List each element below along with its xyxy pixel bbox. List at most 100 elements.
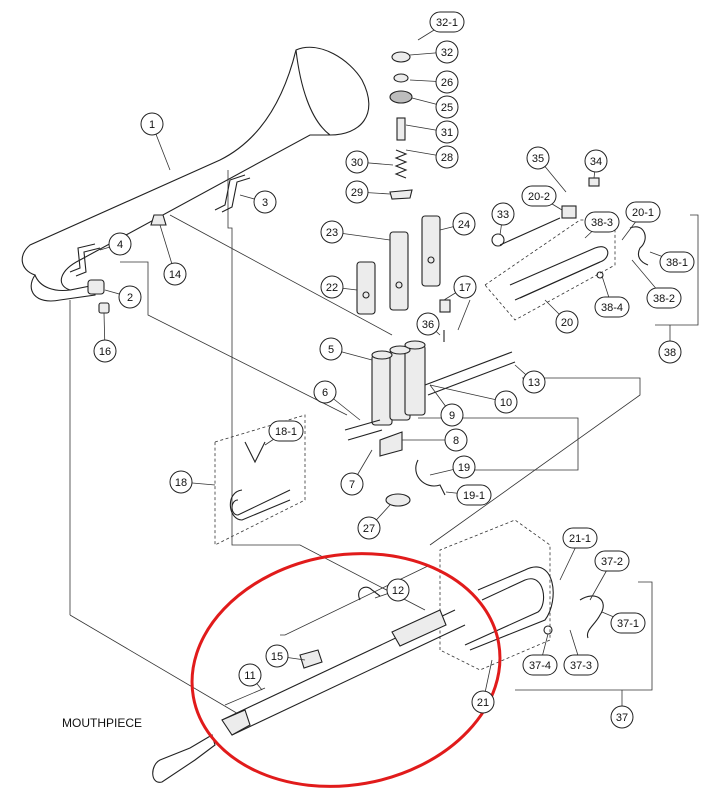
callout-18-1: 18-1 [264,420,304,446]
callout-bubble [435,120,459,144]
callout-label: 36 [422,319,434,331]
callout-5: 5 [319,337,373,361]
callout-18: 18 [169,470,216,494]
pistons [356,215,441,315]
callout-21-1: 21-1 [559,527,598,581]
callout-bubble [386,578,410,602]
callout-bubble [610,612,646,634]
callout-37-4: 37-4 [522,633,558,676]
callout-label: 3 [262,197,268,209]
callout-bubble [320,220,344,244]
callout-label: 13 [528,377,540,389]
callout-bubble [610,705,634,729]
callout-label: 37-1 [617,618,639,630]
callout-bubble [440,403,464,427]
callout-label: 31 [441,127,453,139]
callout-bubble [452,455,476,479]
callout-bubble [340,472,364,496]
callout-label: 37-4 [529,660,551,672]
callout-35: 35 [526,146,567,193]
small-parts [98,214,167,314]
callout-37: 37 [610,690,634,729]
callout-bubble [93,339,117,363]
callout-label: 10 [500,397,512,409]
callout-label: 20-1 [632,207,654,219]
callout-label: 18 [175,477,187,489]
callout-19-1: 19-1 [445,484,492,506]
callout-bubble [658,340,682,364]
callout-31: 31 [405,120,459,144]
callout-bubble [594,296,630,318]
callout-26: 26 [409,70,459,94]
callout-bubble [429,11,465,33]
callout-19: 19 [429,455,476,479]
callout-label: 21 [477,697,489,709]
callout-bubble [265,644,289,668]
callout-label: 19 [458,462,470,474]
callout-label: 32-1 [436,17,458,29]
callout-label: 30 [351,157,363,169]
callout-label: 35 [532,153,544,165]
callout-bubble [522,370,546,394]
callout-38: 38 [658,325,682,364]
callout-label: 6 [322,387,328,399]
callout-16: 16 [93,312,117,363]
callout-bubble [416,312,440,336]
callout-label: 28 [441,152,453,164]
callout-38-3: 38-3 [584,211,620,239]
callout-label: 37-3 [570,660,592,672]
callout-bubble [345,180,369,204]
callout-label: 37 [616,712,628,724]
callout-label: 38-3 [591,217,613,229]
callout-bubble [435,145,459,169]
callout-17: 17 [443,275,477,301]
callout-25: 25 [411,95,459,119]
callout-label: 38-2 [653,293,675,305]
callout-bubble [268,420,304,442]
callout-bubble [453,275,477,299]
callout-24: 24 [439,212,476,236]
callout-bubble [522,654,558,676]
leadpipe-and-mouthpiece [152,586,466,783]
callout-38-1: 38-1 [649,251,695,273]
callout-10: 10 [429,384,518,414]
callout-bubble [563,654,599,676]
callout-label: 38 [664,347,676,359]
callout-bubble [659,251,695,273]
callout-label: 24 [458,219,470,231]
callout-bubble [494,390,518,414]
callout-label: 7 [349,479,355,491]
callout-bubble [118,285,142,309]
callout-11: 11 [238,663,263,691]
callout-bubble [345,150,369,174]
callout-37-1: 37-1 [601,611,646,634]
callout-label: 18-1 [275,426,297,438]
callout-23: 23 [320,220,391,244]
callout-bubble [452,212,476,236]
screws [439,299,451,342]
callout-2: 2 [104,285,142,309]
callout-label: 19-1 [463,490,485,502]
brace-parts [69,174,251,277]
highlight-circle [190,552,502,788]
callout-30: 30 [345,150,394,174]
callout-bubble [526,146,550,170]
callout-bubble [163,262,187,286]
callout-label: 4 [117,239,123,251]
callout-label: 38-1 [666,257,688,269]
callout-20-2: 20-2 [521,185,563,211]
callout-label: 27 [363,523,375,535]
callout-bubble [562,527,598,549]
callout-label: 17 [459,282,471,294]
callout-12: 12 [374,578,410,602]
callout-bubble [320,275,344,299]
callout-bubble [140,112,164,136]
callout-6: 6 [313,380,361,421]
callout-20: 20 [544,299,579,334]
callout-bubble [456,484,492,506]
callout-label: 8 [453,435,459,447]
callout-bubble [584,211,620,233]
callout-34: 34 [584,149,608,179]
